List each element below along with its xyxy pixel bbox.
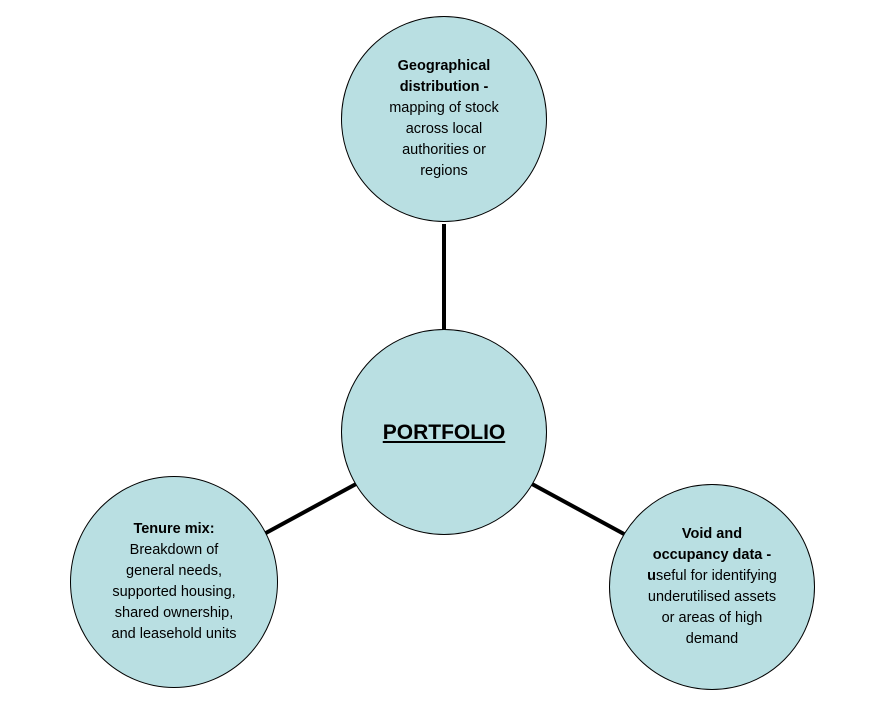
void-line-5: or areas of high [661, 610, 763, 626]
connector-right [531, 482, 625, 536]
void-line-3: useful for identifying [647, 566, 777, 587]
bubble-void-occupancy: Void and occupancy data - useful for ide… [609, 484, 815, 690]
tenure-line-2: Breakdown of [129, 542, 219, 558]
void-line-6: demand [685, 631, 739, 647]
bubble-portfolio: PORTFOLIO [341, 329, 547, 535]
void-line-3-bold: u [647, 568, 656, 584]
tenure-line-3: general needs, [126, 563, 222, 579]
void-line-4: underutilised assets [647, 589, 777, 605]
geo-line-5: authorities or [402, 142, 486, 158]
geo-line-2: distribution - [399, 79, 489, 95]
void-line-3-rest: seful for identifying [655, 568, 777, 584]
geo-line-4: across local [405, 121, 483, 137]
void-line-1: Void and [681, 526, 743, 542]
portfolio-title: PORTFOLIO [382, 420, 506, 444]
geo-line-3: mapping of stock [389, 100, 499, 116]
void-line-2: occupancy data - [652, 547, 772, 563]
geo-line-6: regions [420, 163, 468, 179]
tenure-line-1: Tenure mix: [133, 521, 215, 537]
bubble-geographical-distribution: Geographical distribution - mapping of s… [341, 16, 547, 222]
tenure-line-5: shared ownership, [114, 605, 234, 621]
bubble-tenure-mix: Tenure mix: Breakdown of general needs, … [70, 476, 278, 688]
connector-left [263, 482, 357, 536]
geo-line-1: Geographical [397, 58, 491, 74]
tenure-line-6: and leasehold units [111, 626, 237, 642]
tenure-line-4: supported housing, [112, 584, 236, 600]
